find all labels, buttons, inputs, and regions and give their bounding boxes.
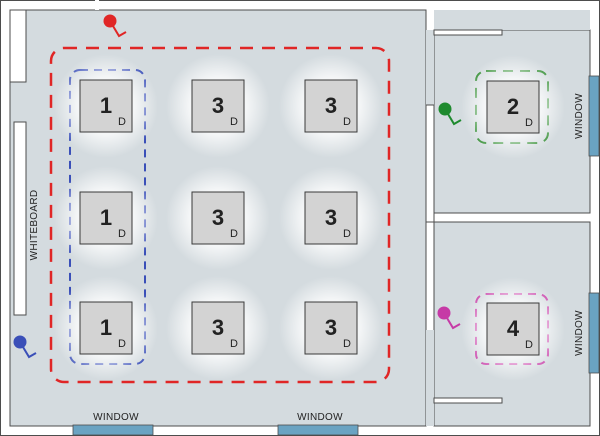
door-panel-top [433, 29, 503, 36]
desk-sub: D [230, 228, 238, 240]
desk-number: 3 [212, 315, 224, 340]
sensor-marker [103, 14, 127, 38]
desk-sub: D [118, 228, 126, 240]
desk-number: 3 [325, 205, 337, 230]
partition-wall [425, 104, 435, 223]
window-right-top-label: WINDOW [574, 93, 585, 139]
sensor-marker [437, 306, 461, 330]
corridor-top-floor [434, 10, 590, 30]
sensor-dot [13, 335, 27, 349]
sensor-dot [438, 102, 452, 116]
desk-number: 1 [100, 315, 112, 340]
desk-number: 3 [212, 93, 224, 118]
desk-square [304, 301, 358, 355]
desk-sub: D [230, 116, 238, 128]
desk-sub: D [343, 116, 351, 128]
desk-square [79, 191, 133, 245]
desk: 3 D [166, 54, 270, 158]
door-left [9, 9, 27, 83]
desk-sub: D [118, 116, 126, 128]
desk-number: 3 [325, 315, 337, 340]
doorway-lower [426, 330, 434, 426]
desk-square [79, 301, 133, 355]
desk-number: 2 [507, 94, 519, 119]
window-right-top [588, 75, 600, 157]
desk-square [79, 79, 133, 133]
desk: 3 D [279, 54, 383, 158]
desk-square [191, 79, 245, 133]
sensor-marker [438, 102, 462, 126]
desk-sub: D [343, 228, 351, 240]
window-right-bottom [588, 292, 600, 374]
desk-square [191, 301, 245, 355]
window-bottom-right [277, 424, 359, 436]
desk-number: 1 [100, 205, 112, 230]
desk-number: 3 [212, 205, 224, 230]
desk: 1 D [54, 54, 158, 158]
wall-gap-top [95, 0, 99, 10]
sensor-dot [103, 14, 117, 28]
desk-sub: D [525, 339, 533, 351]
desk-sub: D [343, 338, 351, 350]
window-bottom-right-label: WINDOW [297, 412, 343, 423]
window-bottom-left-label: WINDOW [93, 412, 139, 423]
desk: 3 D [279, 276, 383, 380]
desk-square [304, 79, 358, 133]
desk: 3 D [166, 276, 270, 380]
window-bottom-left [72, 424, 154, 436]
window-right-bottom-label: WINDOW [574, 310, 585, 356]
desk-sub: D [118, 338, 126, 350]
desk-sub: D [230, 338, 238, 350]
sensor-marker [13, 335, 37, 359]
desk: 1 D [54, 166, 158, 270]
whiteboard [13, 121, 27, 316]
desk-number: 3 [325, 93, 337, 118]
desk: 3 D [279, 166, 383, 270]
desk: 4 D [461, 277, 565, 381]
desk: 1 D [54, 276, 158, 380]
desk-square [304, 191, 358, 245]
desk-number: 1 [100, 93, 112, 118]
sensor-dot [437, 306, 451, 320]
desk-square [486, 80, 540, 134]
desk: 3 D [166, 166, 270, 270]
door-panel-bottom [433, 397, 503, 404]
doorway-upper [426, 30, 434, 105]
whiteboard-label: WHITEBOARD [29, 190, 40, 261]
desk-number: 4 [507, 316, 520, 341]
zone-red [49, 46, 391, 384]
desk-square [486, 302, 540, 356]
desk-square [191, 191, 245, 245]
desk-sub: D [525, 117, 533, 129]
desk: 2 D [461, 55, 565, 159]
